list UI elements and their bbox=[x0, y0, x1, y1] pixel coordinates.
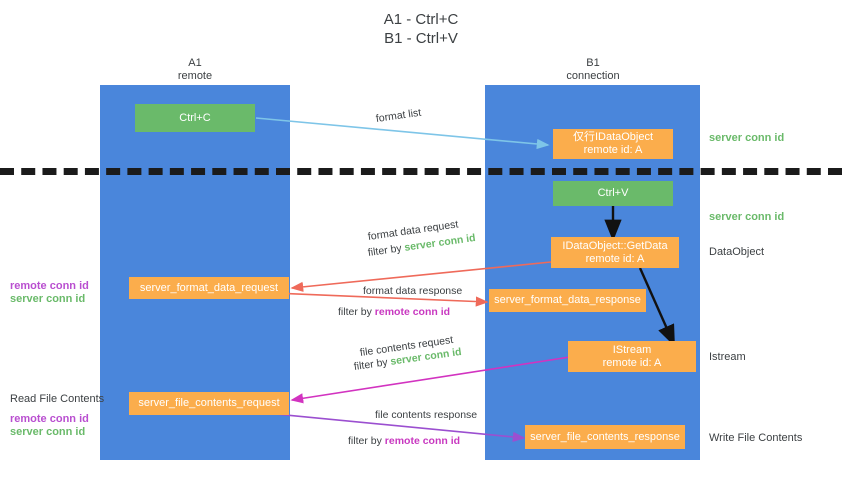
caption-file-contents-response-filter: filter by remote conn id bbox=[348, 434, 460, 448]
annotation-left-server-conn-id-1: server conn id bbox=[10, 293, 86, 305]
annotation-istream: Istream bbox=[709, 351, 746, 363]
column-header-b1: B1 connection bbox=[566, 57, 620, 82]
node-idataobject[interactable]: 仅行IDataObject remote id: A bbox=[553, 129, 673, 159]
caption-format-data-response-filter: filter by remote conn id bbox=[338, 305, 450, 319]
annotation-left-server-conn-id-2: server conn id bbox=[10, 426, 86, 438]
annotation-left-remote-conn-id-2: remote conn id bbox=[10, 413, 89, 425]
annotation-write-file-contents: Write File Contents bbox=[709, 432, 803, 444]
annotation-left-remote-conn-id-1: remote conn id bbox=[10, 280, 89, 292]
node-server-format-data-request[interactable]: server_format_data_request bbox=[129, 277, 289, 299]
filter-prefix-2: filter by bbox=[338, 306, 375, 318]
caption-format-list: format list bbox=[375, 106, 422, 125]
node-istream[interactable]: IStream remote id: A bbox=[568, 341, 696, 372]
caption-file-contents-response: file contents response bbox=[375, 409, 478, 421]
node-server-format-data-response[interactable]: server_format_data_response bbox=[489, 289, 646, 312]
node-ctrl-v[interactable]: Ctrl+V bbox=[553, 181, 673, 206]
page-title: A1 - Ctrl+C B1 - Ctrl+V bbox=[383, 11, 459, 47]
node-ctrl-c[interactable]: Ctrl+C bbox=[135, 104, 255, 132]
caption-format-data-response: format data response bbox=[363, 285, 463, 297]
annotation-read-file-contents: Read File Contents bbox=[10, 393, 105, 405]
node-server-file-contents-request[interactable]: server_file_contents_request bbox=[129, 392, 289, 415]
filter-prefix-3: filter by bbox=[353, 355, 392, 373]
filter-prefix-4: filter by bbox=[348, 435, 385, 447]
filter-prefix-1: filter by bbox=[367, 241, 406, 259]
node-server-file-contents-response[interactable]: server_file_contents_response bbox=[525, 425, 685, 449]
phase-divider bbox=[0, 168, 842, 175]
annotation-server-conn-id-second: server conn id bbox=[709, 211, 785, 223]
node-idataobject-getdata[interactable]: IDataObject::GetData remote id: A bbox=[551, 237, 679, 268]
column-header-a1: A1 remote bbox=[177, 57, 213, 82]
filter-value-2: remote conn id bbox=[374, 306, 451, 318]
filter-value-4: remote conn id bbox=[384, 435, 461, 447]
annotation-dataobject: DataObject bbox=[709, 246, 765, 258]
annotation-server-conn-id-top: server conn id bbox=[709, 132, 785, 144]
